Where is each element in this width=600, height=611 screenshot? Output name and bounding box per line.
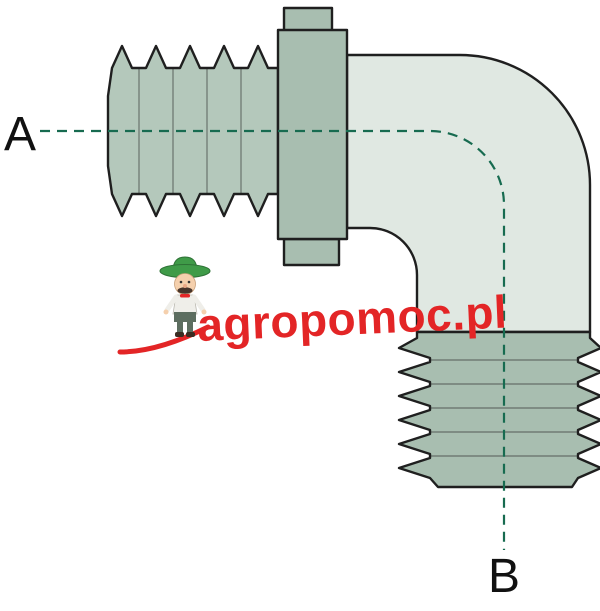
watermark-swoosh (117, 324, 211, 355)
farmer-mascot-icon (159, 256, 211, 337)
label-port-b: B (488, 550, 520, 603)
centerline-a-to-b (40, 129, 506, 550)
thread-a-ridge-lines (138, 69, 242, 193)
collar-flange (276, 6, 349, 267)
thread-b-silhouette (397, 330, 600, 489)
elbow-body (345, 53, 592, 334)
collar-top-step (282, 6, 334, 34)
thread-port-b (397, 330, 600, 489)
label-port-a: A (4, 108, 36, 161)
collar-main (276, 28, 349, 241)
collar-bottom-step (282, 237, 341, 267)
